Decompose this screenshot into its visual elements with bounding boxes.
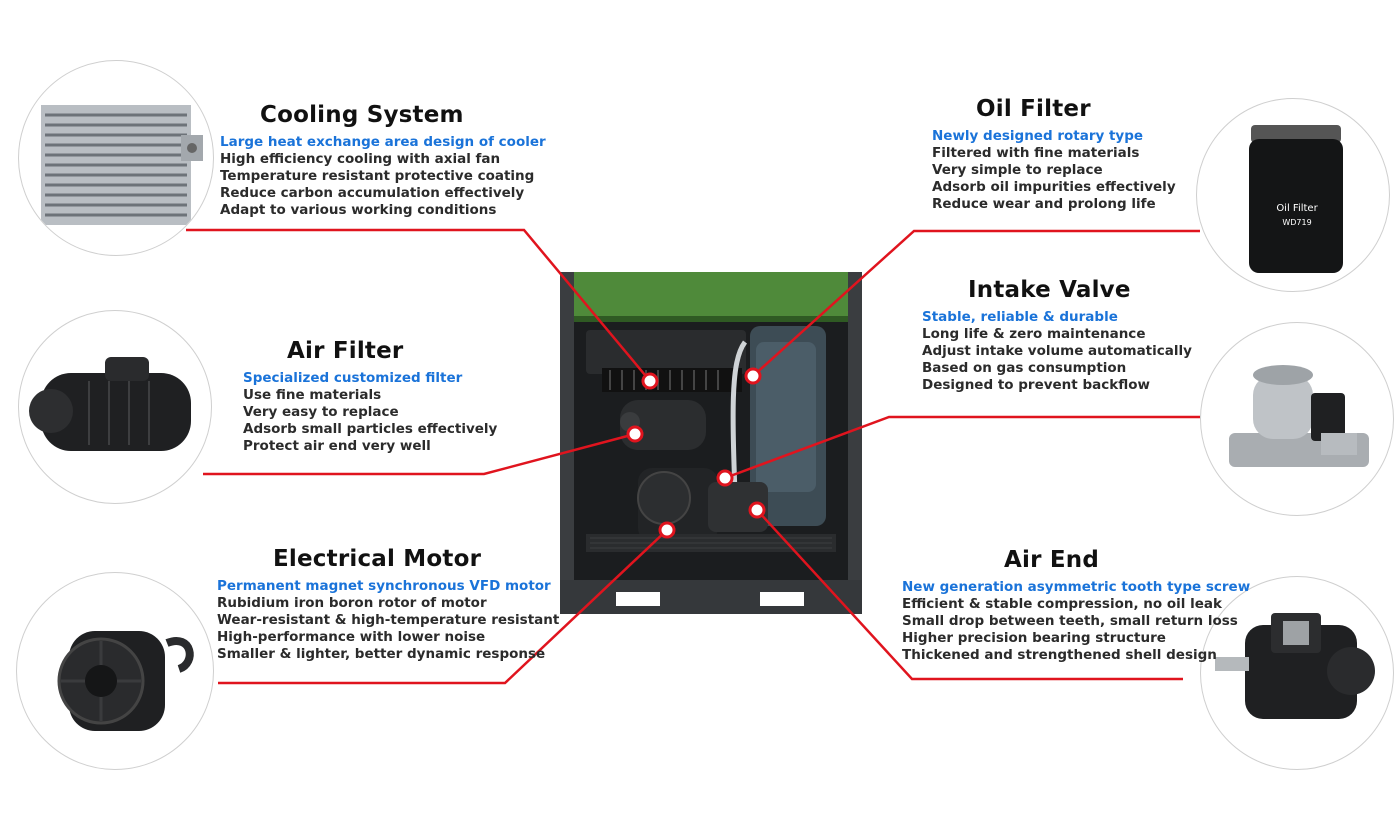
feature-item: Reduce carbon accumulation effectively [220,185,525,201]
feature-item: Thickened and strengthened shell design [902,647,1217,663]
intake-valve-photo [1200,322,1394,516]
air-filter-features: Use fine materials Very easy to replace … [243,387,497,455]
cooling-system-block: Cooling System Large heat exchange area … [220,102,546,219]
electrical-motor-highlight: Permanent magnet synchronous VFD motor [217,578,551,594]
air-end-highlight: New generation asymmetric tooth type scr… [902,579,1251,595]
feature-item: Long life & zero maintenance [922,326,1146,342]
intake-valve-title: Intake Valve [968,277,1131,303]
intake-valve-block: Intake Valve Stable, reliable & durable … [922,277,1192,394]
feature-item: Smaller & lighter, better dynamic respon… [217,646,546,662]
cooling-system-features: High efficiency cooling with axial fan T… [220,151,546,219]
feature-item: Filtered with fine materials [932,145,1140,161]
feature-item: Higher precision bearing structure [902,630,1166,646]
cooler-photo [18,60,214,256]
oil-filter-photo: Oil Filter WD719 [1196,98,1390,292]
air-end-block: Air End New generation asymmetric tooth … [902,547,1250,664]
oil-filter-product-code: WD719 [1282,218,1311,227]
feature-item: Temperature resistant protective coating [220,168,535,184]
feature-item: High-performance with lower noise [217,629,486,645]
cooling-system-title: Cooling System [260,102,464,128]
intake-valve-features: Long life & zero maintenance Adjust inta… [922,326,1192,394]
air-filter-block: Air Filter Specialized customized filter… [243,338,497,455]
feature-item: Adjust intake volume automatically [922,343,1192,359]
feature-item: Very easy to replace [243,404,399,420]
air-filter-photo [18,310,212,504]
feature-item: Adsorb oil impurities effectively [932,179,1176,195]
cooling-system-highlight: Large heat exchange area design of coole… [220,134,546,150]
compressor-unit [560,272,862,614]
electrical-motor-features: Rubidium iron boron rotor of motor Wear-… [217,595,559,663]
feature-item: High efficiency cooling with axial fan [220,151,501,167]
air-filter-title: Air Filter [287,338,404,364]
feature-item: Protect air end very well [243,438,431,454]
air-end-photo [1200,576,1394,770]
feature-item: Wear-resistant & high-temperature resist… [217,612,560,628]
motor-photo [16,572,214,770]
feature-item: Small drop between teeth, small return l… [902,613,1238,629]
oil-filter-block: Oil Filter Newly designed rotary type Fi… [932,96,1176,213]
feature-item: Reduce wear and prolong life [932,196,1156,212]
air-filter-highlight: Specialized customized filter [243,370,463,386]
feature-item: Adapt to various working conditions [220,202,497,218]
air-end-features: Efficient & stable compression, no oil l… [902,596,1250,664]
electrical-motor-title: Electrical Motor [273,546,482,572]
oil-filter-highlight: Newly designed rotary type [932,128,1144,144]
feature-item: Adsorb small particles effectively [243,421,498,437]
green-top-panel [574,272,848,320]
feature-item: Use fine materials [243,387,382,403]
feature-item: Based on gas consumption [922,360,1127,376]
air-end-title: Air End [1004,547,1099,573]
oil-filter-product-label: Oil Filter [1276,203,1318,214]
feature-item: Rubidium iron boron rotor of motor [217,595,487,611]
oil-filter-title: Oil Filter [976,96,1091,122]
intake-valve-highlight: Stable, reliable & durable [922,309,1118,325]
electrical-motor-block: Electrical Motor Permanent magnet synchr… [217,546,559,663]
feature-item: Very simple to replace [932,162,1103,178]
feature-item: Designed to prevent backflow [922,377,1150,393]
oil-filter-features: Filtered with fine materials Very simple… [932,145,1176,213]
feature-item: Efficient & stable compression, no oil l… [902,596,1222,612]
